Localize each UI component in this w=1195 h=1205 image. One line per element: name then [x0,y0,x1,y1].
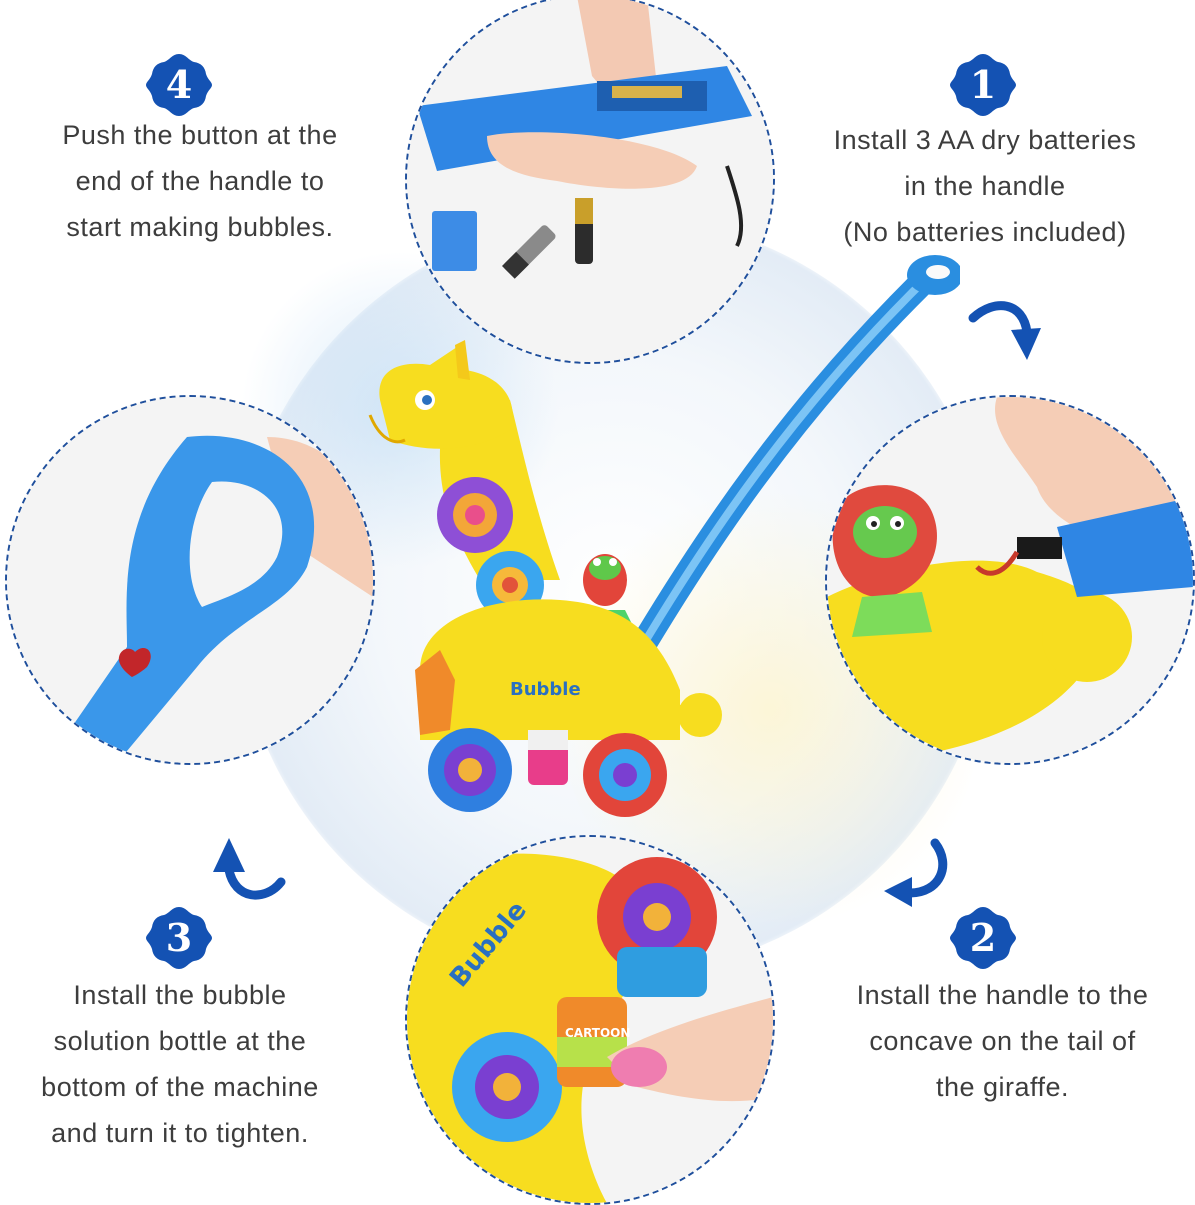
bottle-label: CARTOON [565,1026,630,1040]
step-3-line: bottom of the machine [41,1072,319,1102]
step-3-line: solution bottle at the [53,1026,307,1056]
detail-circle-battery-install [405,0,775,364]
step-1-line: (No batteries included) [843,217,1127,247]
step-2-line: concave on the tail of [869,1026,1136,1056]
toy-brand-label: Bubble [510,679,581,700]
step-4-line: Push the button at the [62,120,338,150]
step-2-text: Install the handle to the concave on the… [825,972,1180,1110]
step-3-line: Install the bubble [73,980,287,1010]
step-1-text: Install 3 AA dry batteries in the handle… [800,117,1170,255]
step-1-line: Install 3 AA dry batteries [833,125,1137,155]
step-2-line: Install the handle to the [856,980,1149,1010]
curved-arrow-icon-step2-to-3 [884,838,948,907]
step-1-badge-icon [950,54,1016,116]
step-4-line: end of the handle to [75,166,325,196]
handle-connect-illustration [827,397,1193,763]
curved-arrow-icon-step3-to-4 [213,838,286,900]
battery-install-illustration [407,0,773,362]
curved-arrow-icon-step1-to-2 [968,301,1041,360]
step-2-line: the giraffe. [935,1072,1070,1102]
step-4-number: 4 [165,62,193,107]
step-2-badge-icon [950,907,1016,969]
detail-circle-handle-button [5,395,375,765]
step-1-number: 1 [969,62,997,107]
step-4-badge-icon [146,54,212,116]
giraffe-bubble-toy-illustration: Bubble [368,255,960,817]
step-3-line: and turn it to tighten. [51,1118,309,1148]
step-1-line: in the handle [904,171,1066,201]
detail-circle-handle-connect [825,395,1195,765]
step-3-text: Install the bubble solution bottle at th… [15,972,345,1156]
step-4-line: start making bubbles. [66,212,334,242]
bottle-install-illustration: Bubble CARTOON [407,837,773,1203]
detail-circle-bottle-install: Bubble CARTOON [405,835,775,1205]
step-4-text: Push the button at the end of the handle… [30,112,370,250]
handle-button-illustration [7,397,373,763]
step-3-badge-icon [146,907,212,969]
step-2-number: 2 [969,915,997,960]
step-3-number: 3 [165,915,193,960]
